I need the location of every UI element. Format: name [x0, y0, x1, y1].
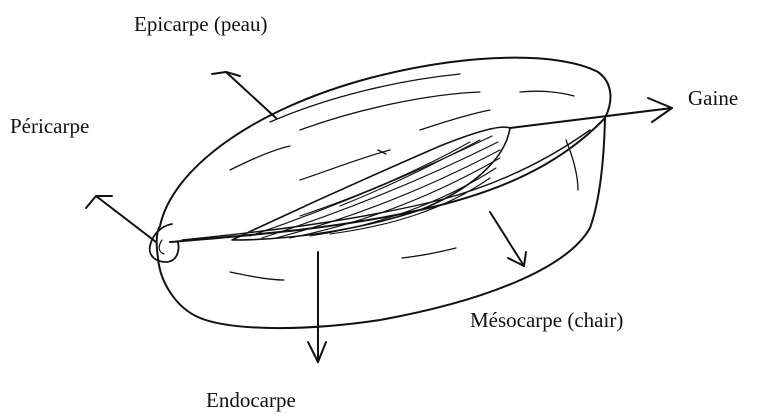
stem-inner: [159, 240, 164, 254]
label-gaine: Gaine: [688, 88, 738, 109]
arrow-gaine: [510, 98, 672, 128]
arrow-pericarpe: [86, 196, 156, 242]
fruit-outline: [157, 58, 611, 328]
surface-texture: [230, 74, 578, 280]
label-epicarpe: Epicarpe (peau): [134, 14, 268, 35]
arrow-epicarpe: [212, 72, 276, 118]
arrow-endocarpe: [308, 252, 326, 362]
arrow-mesocarpe: [490, 212, 526, 266]
label-pericarpe: Péricarpe: [10, 116, 89, 137]
stem: [150, 224, 179, 262]
label-mesocarpe: Mésocarpe (chair): [470, 310, 623, 331]
label-endocarpe: Endocarpe: [206, 390, 296, 411]
